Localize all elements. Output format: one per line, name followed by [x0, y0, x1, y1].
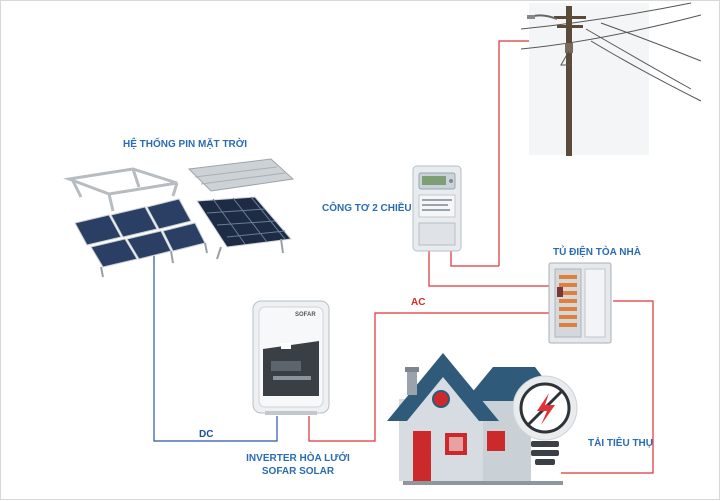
dc-label: DC — [199, 429, 214, 440]
solar-panels-icon — [63, 158, 295, 278]
ac-wires — [308, 40, 654, 474]
wire-board-to-load — [561, 300, 654, 474]
wire-meter-to-board — [428, 251, 557, 287]
inverter-brand-text: SOFAR — [295, 312, 316, 318]
inverter-label-line1: INVERTER HÒA LƯỚI — [246, 453, 350, 464]
meter-label: CÔNG TƠ 2 CHIỀU — [322, 203, 412, 214]
lightning-bulb-icon — [512, 375, 578, 465]
wire-meter-top — [450, 251, 499, 267]
distribution-board-label: TỦ ĐIỆN TÒA NHÀ — [553, 247, 641, 258]
inverter-label-line2: SOFAR SOLAR — [261, 466, 335, 477]
inverter-icon — [252, 300, 330, 415]
dc-wires — [153, 256, 278, 442]
wire-meter-to-grid — [498, 40, 541, 266]
inverter-label: INVERTER HÒA LƯỚI SOFAR SOLAR — [243, 453, 353, 477]
utility-pole-icon — [520, 2, 702, 156]
load-label: TẢI TIÊU THỤ — [588, 438, 653, 449]
wire-solar-to-inverter — [153, 256, 278, 442]
ac-label: AC — [411, 297, 426, 308]
breaker-panel-icon — [548, 262, 612, 344]
solar-system-label: HỆ THỐNG PIN MẶT TRỜI — [123, 139, 248, 150]
wire-board-to-inverter — [308, 312, 559, 442]
house-icon — [387, 353, 563, 485]
electric-meter-icon — [412, 165, 462, 252]
